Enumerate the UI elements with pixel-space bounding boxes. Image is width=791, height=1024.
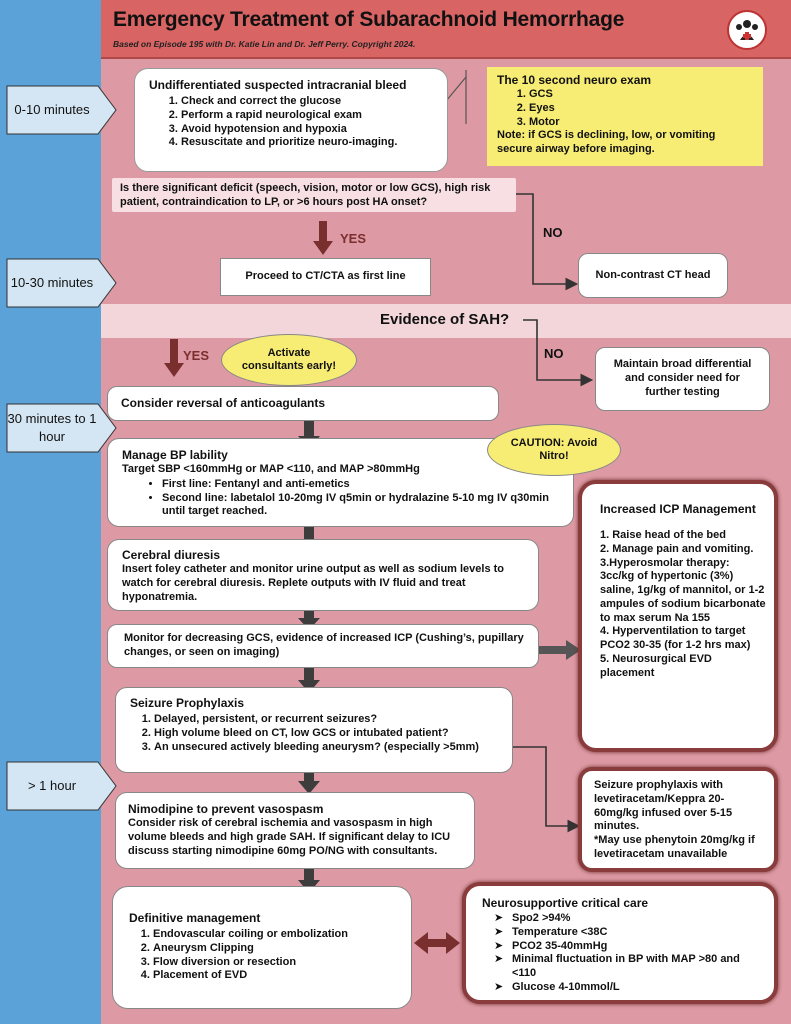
list-item: ➤ Temperature <38C: [482, 926, 766, 940]
list-item: ➤ Minimal fluctuation in BP with MAP >80 …: [482, 953, 766, 981]
yes-label: YES: [340, 231, 367, 246]
down-arrow-icon: [298, 605, 320, 630]
list-item: ➤ PCO2 35-40mmHg: [482, 940, 766, 954]
box-title: Manage BP lability: [122, 448, 228, 462]
box-note: *May use phenytoin 20mg/kg if levetirace…: [594, 834, 755, 860]
page-subtitle: Based on Episode 195 with Dr. Katie Lin …: [113, 39, 416, 49]
box-text: Seizure prophylaxis with levetiracetam/K…: [594, 779, 733, 833]
arrowhead-bullet-icon: ➤: [494, 925, 504, 938]
list-item: GCS: [529, 88, 753, 102]
list-item: 4. Hyperventilation to target PCO2 30-35…: [600, 625, 751, 651]
noncontrast-ct-box: Non-contrast CT head: [578, 253, 728, 298]
box-text: Insert foley catheter and monitor urine …: [122, 563, 505, 603]
header: Emergency Treatment of Subarachnoid Hemo…: [101, 0, 791, 59]
list-item: Resuscitate and prioritize neuro-imaging…: [181, 136, 437, 150]
down-arrow-icon: [164, 339, 184, 377]
note-title: The 10 second neuro exam: [497, 73, 652, 87]
list-item: Perform a rapid neurological exam: [181, 109, 437, 123]
list-item: First line: Fentanyl and anti-emetics: [162, 478, 563, 492]
list-item: 1. Raise head of the bed: [600, 529, 726, 541]
activate-consultants-note: Activate consultants early!: [221, 334, 357, 386]
timeline-label: 0-10 minutes: [14, 102, 90, 118]
monitor-gcs-box: Monitor for decreasing GCS, evidence of …: [107, 624, 539, 668]
list-item: 3.Hyperosmolar therapy: 3cc/kg of hypert…: [600, 556, 766, 624]
box-title: Cerebral diuresis: [122, 548, 221, 562]
undifferentiated-bleed-box: Undifferentiated suspected intracranial …: [134, 68, 448, 172]
timeline-label: 30 minutes to 1 hour: [7, 411, 97, 444]
arrowhead-bullet-icon: ➤: [494, 939, 504, 952]
box-text: Consider risk of cerebral ischemia and v…: [128, 817, 451, 857]
list-item: Motor: [529, 116, 753, 130]
deficit-question: Is there significant deficit (speech, vi…: [112, 178, 516, 212]
list-item: Avoid hypotension and hypoxia: [181, 123, 437, 137]
list-item-text: Spo2 >94%: [512, 912, 571, 924]
nimodipine-box: Nimodipine to prevent vasospasm Consider…: [115, 792, 475, 869]
cerebral-diuresis-box: Cerebral diuresis Insert foley catheter …: [107, 539, 539, 611]
reversal-anticoagulants-box: Consider reversal of anticoagulants: [107, 386, 499, 421]
list-item: Second line: labetalol 10-20mg IV q5min …: [162, 492, 563, 520]
list-item: ➤ Spo2 >94%: [482, 912, 766, 926]
timeline-label: 10-30 minutes: [10, 275, 94, 291]
seizure-treatment-box: Seizure prophylaxis with levetiracetam/K…: [578, 767, 778, 872]
timeline-tab-30-60: 30 minutes to 1 hour: [6, 403, 118, 453]
seizure-prophylaxis-box: Seizure Prophylaxis Delayed, persistent,…: [115, 687, 513, 773]
yes-label: YES: [183, 348, 210, 363]
box-title: Seizure Prophylaxis: [130, 696, 245, 710]
list-item-text: Glucose 4-10mmol/L: [512, 980, 620, 993]
arrowhead-bullet-icon: ➤: [494, 953, 504, 966]
no-label: NO: [543, 225, 563, 240]
list-item: 2. Manage pain and vomiting.: [600, 542, 754, 555]
list-item: Check and correct the glucose: [181, 95, 437, 109]
list-item: Placement of EVD: [153, 969, 403, 983]
box-title: Increased ICP Management: [600, 502, 756, 516]
right-arrow-icon: [536, 640, 581, 660]
note-text: Note: if GCS is declining, low, or vomit…: [497, 129, 716, 155]
box-title: Undifferentiated suspected intracranial …: [149, 78, 407, 92]
down-arrow-icon: [298, 864, 320, 893]
timeline-tab-10-30: 10-30 minutes: [6, 258, 118, 308]
page-title: Emergency Treatment of Subarachnoid Hemo…: [113, 8, 625, 31]
down-arrow-icon: [313, 221, 333, 255]
list-item: ➤ Glucose 4-10mmol/L: [482, 981, 766, 995]
down-arrow-icon: [298, 666, 320, 693]
increased-icp-box: Increased ICP Management 1. Raise head o…: [578, 480, 778, 752]
list-item: Delayed, persistent, or recurrent seizur…: [154, 713, 504, 727]
box-title: Neurosupportive critical care: [482, 896, 649, 910]
neuro-exam-note: The 10 second neuro exam GCS Eyes Motor …: [487, 67, 763, 166]
list-item: Endovascular coiling or embolization: [153, 928, 403, 942]
definitive-management-box: Definitive management Endovascular coili…: [112, 886, 412, 1009]
team-logo-icon: [727, 10, 767, 50]
ct-first-line-box: Proceed to CT/CTA as first line: [220, 258, 431, 296]
list-item: High volume bleed on CT, low GCS or intu…: [154, 727, 504, 741]
maintain-differential-box: Maintain broad differential and consider…: [595, 347, 770, 411]
timeline-tab-over-1h: > 1 hour: [6, 761, 118, 811]
box-text: Target SBP <160mmHg or MAP <110, and MAP…: [122, 463, 420, 475]
arrowhead-bullet-icon: ➤: [494, 980, 504, 993]
list-item-text: PCO2 35-40mmHg: [512, 939, 608, 952]
down-arrow-icon: [298, 767, 320, 794]
list-item: Aneurysm Clipping: [153, 942, 403, 956]
caution-nitro-note: CAUTION: Avoid Nitro!: [487, 424, 621, 476]
box-title: Definitive management: [129, 911, 261, 925]
timeline-sidebar: [0, 0, 101, 1024]
evidence-band: [101, 304, 791, 338]
list-item: Flow diversion or resection: [153, 956, 403, 970]
list-item-text: Minimal fluctuation in BP with MAP >80 a…: [512, 953, 740, 979]
list-item: Eyes: [529, 102, 753, 116]
list-item: 5. Neurosurgical EVD placement: [600, 652, 712, 679]
double-arrow-icon: [414, 932, 460, 954]
arrowhead-bullet-icon: ➤: [494, 912, 504, 924]
no-label: NO: [544, 346, 564, 361]
list-item: An unsecured actively bleeding aneurysm?…: [154, 741, 504, 755]
neurosupportive-care-box: Neurosupportive critical care ➤ Spo2 >94%…: [462, 882, 778, 1004]
timeline-label: > 1 hour: [27, 778, 77, 794]
box-title: Nimodipine to prevent vasospasm: [128, 802, 324, 816]
list-item-text: Temperature <38C: [512, 925, 608, 938]
timeline-tab-0-10: 0-10 minutes: [6, 85, 118, 135]
evidence-of-sah: Evidence of SAH?: [380, 311, 510, 328]
